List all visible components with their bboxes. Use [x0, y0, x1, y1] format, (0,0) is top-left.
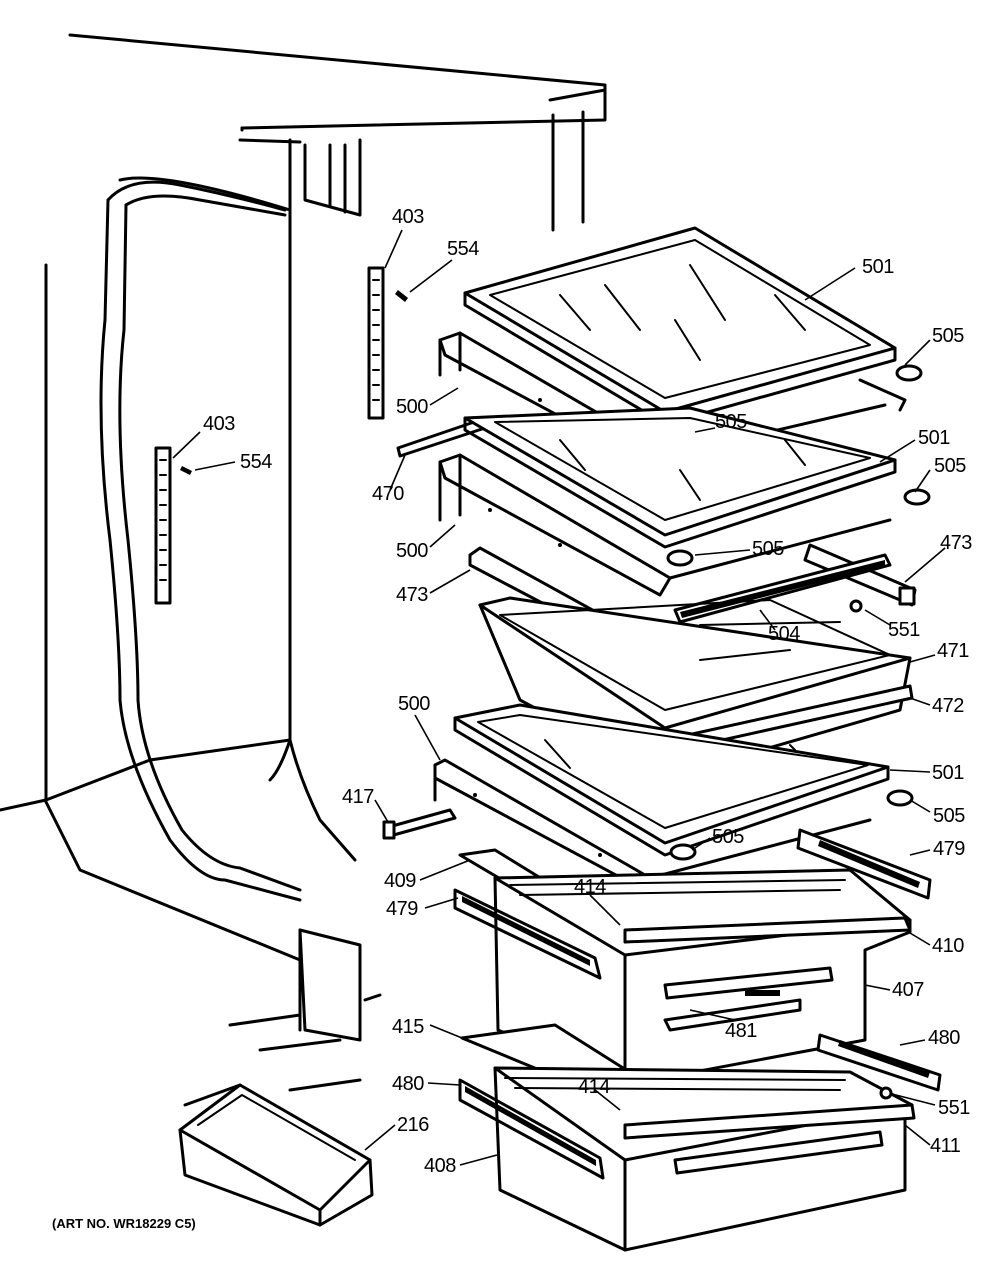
- rail-470: [396, 418, 487, 458]
- drawer-408: [493, 1066, 914, 1252]
- label-470: 470: [372, 483, 404, 505]
- art-number: (ART NO. WR18229 C5): [52, 1216, 196, 1231]
- label-216: 216: [397, 1114, 429, 1136]
- glass-shelf-second: [463, 406, 897, 549]
- label-554: 554: [240, 451, 272, 473]
- label-501: 501: [918, 427, 950, 449]
- label-403: 403: [392, 206, 424, 228]
- label-480: 480: [928, 1027, 960, 1049]
- label-500: 500: [396, 396, 428, 418]
- screw-551-lower: [879, 1086, 893, 1100]
- drawer-slide-480-right: [816, 1033, 942, 1092]
- label-551: 551: [888, 619, 920, 641]
- drawer-front-411: [623, 1103, 916, 1140]
- label-481: 481: [725, 1020, 757, 1042]
- part-labels: 403 554 403 554 501 505 500 505 501 505 …: [203, 206, 973, 1177]
- drawer-slide-479-right: [796, 828, 932, 900]
- drawer-slide-479-left: [453, 888, 602, 980]
- label-411: 411: [930, 1135, 961, 1157]
- label-501: 501: [932, 762, 964, 784]
- label-505: 505: [715, 411, 747, 433]
- drawer-front-410: [623, 916, 912, 944]
- label-414: 414: [574, 876, 606, 898]
- label-473: 473: [940, 532, 972, 554]
- label-410: 410: [932, 935, 964, 957]
- label-473: 473: [396, 584, 428, 606]
- label-501: 501: [862, 256, 894, 278]
- label-479: 479: [933, 838, 965, 860]
- label-505: 505: [933, 805, 965, 827]
- label-415: 415: [392, 1016, 424, 1038]
- refrigerator-cabinet: [0, 33, 607, 1092]
- label-403: 403: [203, 413, 235, 435]
- callout-leaders: [172, 229, 946, 1166]
- label-505: 505: [932, 325, 964, 347]
- label-414: 414: [578, 1076, 610, 1098]
- label-554: 554: [447, 238, 479, 260]
- cover-504: [673, 553, 892, 624]
- label-505: 505: [752, 538, 784, 560]
- label-471: 471: [937, 640, 969, 662]
- shelf-support-rod-second: [666, 488, 931, 580]
- label-472: 472: [932, 695, 964, 717]
- label-479: 479: [386, 898, 418, 920]
- label-417: 417: [342, 786, 374, 808]
- shelf-ladder-upper: [367, 266, 408, 420]
- label-500: 500: [398, 693, 430, 715]
- label-500: 500: [396, 540, 428, 562]
- label-505: 505: [934, 455, 966, 477]
- shelf-ladder-lower: [154, 446, 192, 605]
- label-407: 407: [892, 979, 924, 1001]
- glass-shelf-third: [453, 703, 890, 857]
- label-408: 408: [424, 1155, 456, 1177]
- label-504: 504: [768, 623, 800, 645]
- rail-473-right: [803, 543, 917, 607]
- shelf-bracket-500-second: [438, 453, 672, 597]
- label-409: 409: [384, 870, 416, 892]
- rail-417: [382, 808, 457, 840]
- shelf-support-rod-third: [648, 789, 914, 880]
- label-551: 551: [938, 1097, 970, 1119]
- door-bin-216: [178, 1083, 374, 1227]
- label-505: 505: [712, 826, 744, 848]
- drawer-407: [493, 868, 912, 1087]
- label-480: 480: [392, 1073, 424, 1095]
